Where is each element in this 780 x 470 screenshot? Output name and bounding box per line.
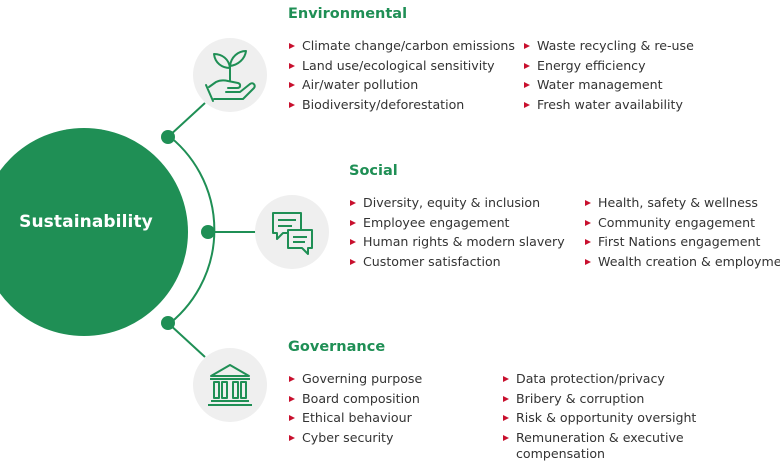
bullet-arrow-icon — [289, 101, 295, 108]
bullet-arrow-icon — [289, 376, 295, 382]
bullet-arrow-icon — [350, 258, 356, 265]
bullet-arrow-icon — [503, 434, 509, 441]
list-item: Fresh water availability — [523, 95, 694, 115]
institution-building-icon — [208, 364, 252, 406]
bullet-arrow-icon — [585, 239, 591, 246]
list-item: Water management — [523, 75, 694, 95]
environmental-left-list: Climate change/carbon emissions Land use… — [288, 36, 515, 114]
list-item: Land use/ecological sensitivity — [288, 56, 515, 76]
list-item: Air/water pollution — [288, 75, 515, 95]
connector-environmental — [167, 102, 206, 138]
bullet-arrow-icon — [524, 101, 530, 108]
bullet-arrow-icon — [524, 82, 530, 89]
environmental-right-list: Waste recycling & re-use Energy efficien… — [523, 36, 694, 114]
bullet-arrow-icon — [585, 200, 591, 206]
list-item: First Nations engagement — [584, 232, 780, 252]
section-title-social: Social — [349, 163, 398, 179]
social-right-list: Health, safety & wellness Community enga… — [584, 193, 780, 271]
list-item: Employee engagement — [349, 213, 565, 233]
node-dot-governance — [161, 316, 175, 330]
bullet-arrow-icon — [289, 43, 295, 49]
list-item: Ethical behaviour — [288, 408, 422, 428]
node-dot-environmental — [161, 130, 175, 144]
bullet-arrow-icon — [350, 200, 356, 206]
list-item: Bribery & corruption — [502, 389, 696, 409]
list-item: Waste recycling & re-use — [523, 36, 694, 56]
list-item: Human rights & modern slavery — [349, 232, 565, 252]
list-item: Board composition — [288, 389, 422, 409]
list-item: Data protection/privacy — [502, 369, 696, 389]
section-title-environmental: Environmental — [288, 6, 408, 22]
bullet-arrow-icon — [289, 434, 295, 441]
governance-left-list: Governing purpose Board composition Ethi… — [288, 369, 422, 447]
list-item: Health, safety & wellness — [584, 193, 780, 213]
bullet-arrow-icon — [289, 395, 295, 402]
bullet-arrow-icon — [289, 415, 295, 422]
list-item: Cyber security — [288, 428, 422, 448]
hub-circle — [0, 128, 188, 336]
bullet-arrow-icon — [585, 219, 591, 226]
social-left-list: Diversity, equity & inclusion Employee e… — [349, 193, 565, 271]
icon-circle-governance — [193, 348, 267, 422]
list-item: Risk & opportunity oversight — [502, 408, 696, 428]
bullet-arrow-icon — [503, 395, 509, 402]
list-item: Governing purpose — [288, 369, 422, 389]
list-item: Wealth creation & employment — [584, 252, 780, 272]
list-item: Climate change/carbon emissions — [288, 36, 515, 56]
section-title-governance: Governance — [288, 339, 386, 355]
list-item: Biodiversity/deforestation — [288, 95, 515, 115]
bullet-arrow-icon — [503, 415, 509, 422]
bullet-arrow-icon — [350, 239, 356, 246]
bullet-arrow-icon — [289, 62, 295, 69]
bullet-arrow-icon — [289, 82, 295, 89]
list-item: Energy efficiency — [523, 56, 694, 76]
hub-label: Sustainability — [19, 212, 153, 232]
plant-in-hand-icon — [205, 50, 256, 102]
bullet-arrow-icon — [524, 43, 530, 49]
speech-bubbles-icon — [272, 212, 313, 255]
list-item: Remuneration & executive compensation — [502, 428, 696, 464]
list-item: Customer satisfaction — [349, 252, 565, 272]
bullet-arrow-icon — [585, 258, 591, 265]
connector-governance — [167, 322, 206, 358]
list-item: Diversity, equity & inclusion — [349, 193, 565, 213]
bullet-arrow-icon — [350, 219, 356, 226]
bullet-arrow-icon — [524, 62, 530, 69]
node-dot-social — [201, 225, 215, 239]
governance-right-list: Data protection/privacy Bribery & corrup… — [502, 369, 696, 463]
list-item: Community engagement — [584, 213, 780, 233]
bullet-arrow-icon — [503, 376, 509, 382]
